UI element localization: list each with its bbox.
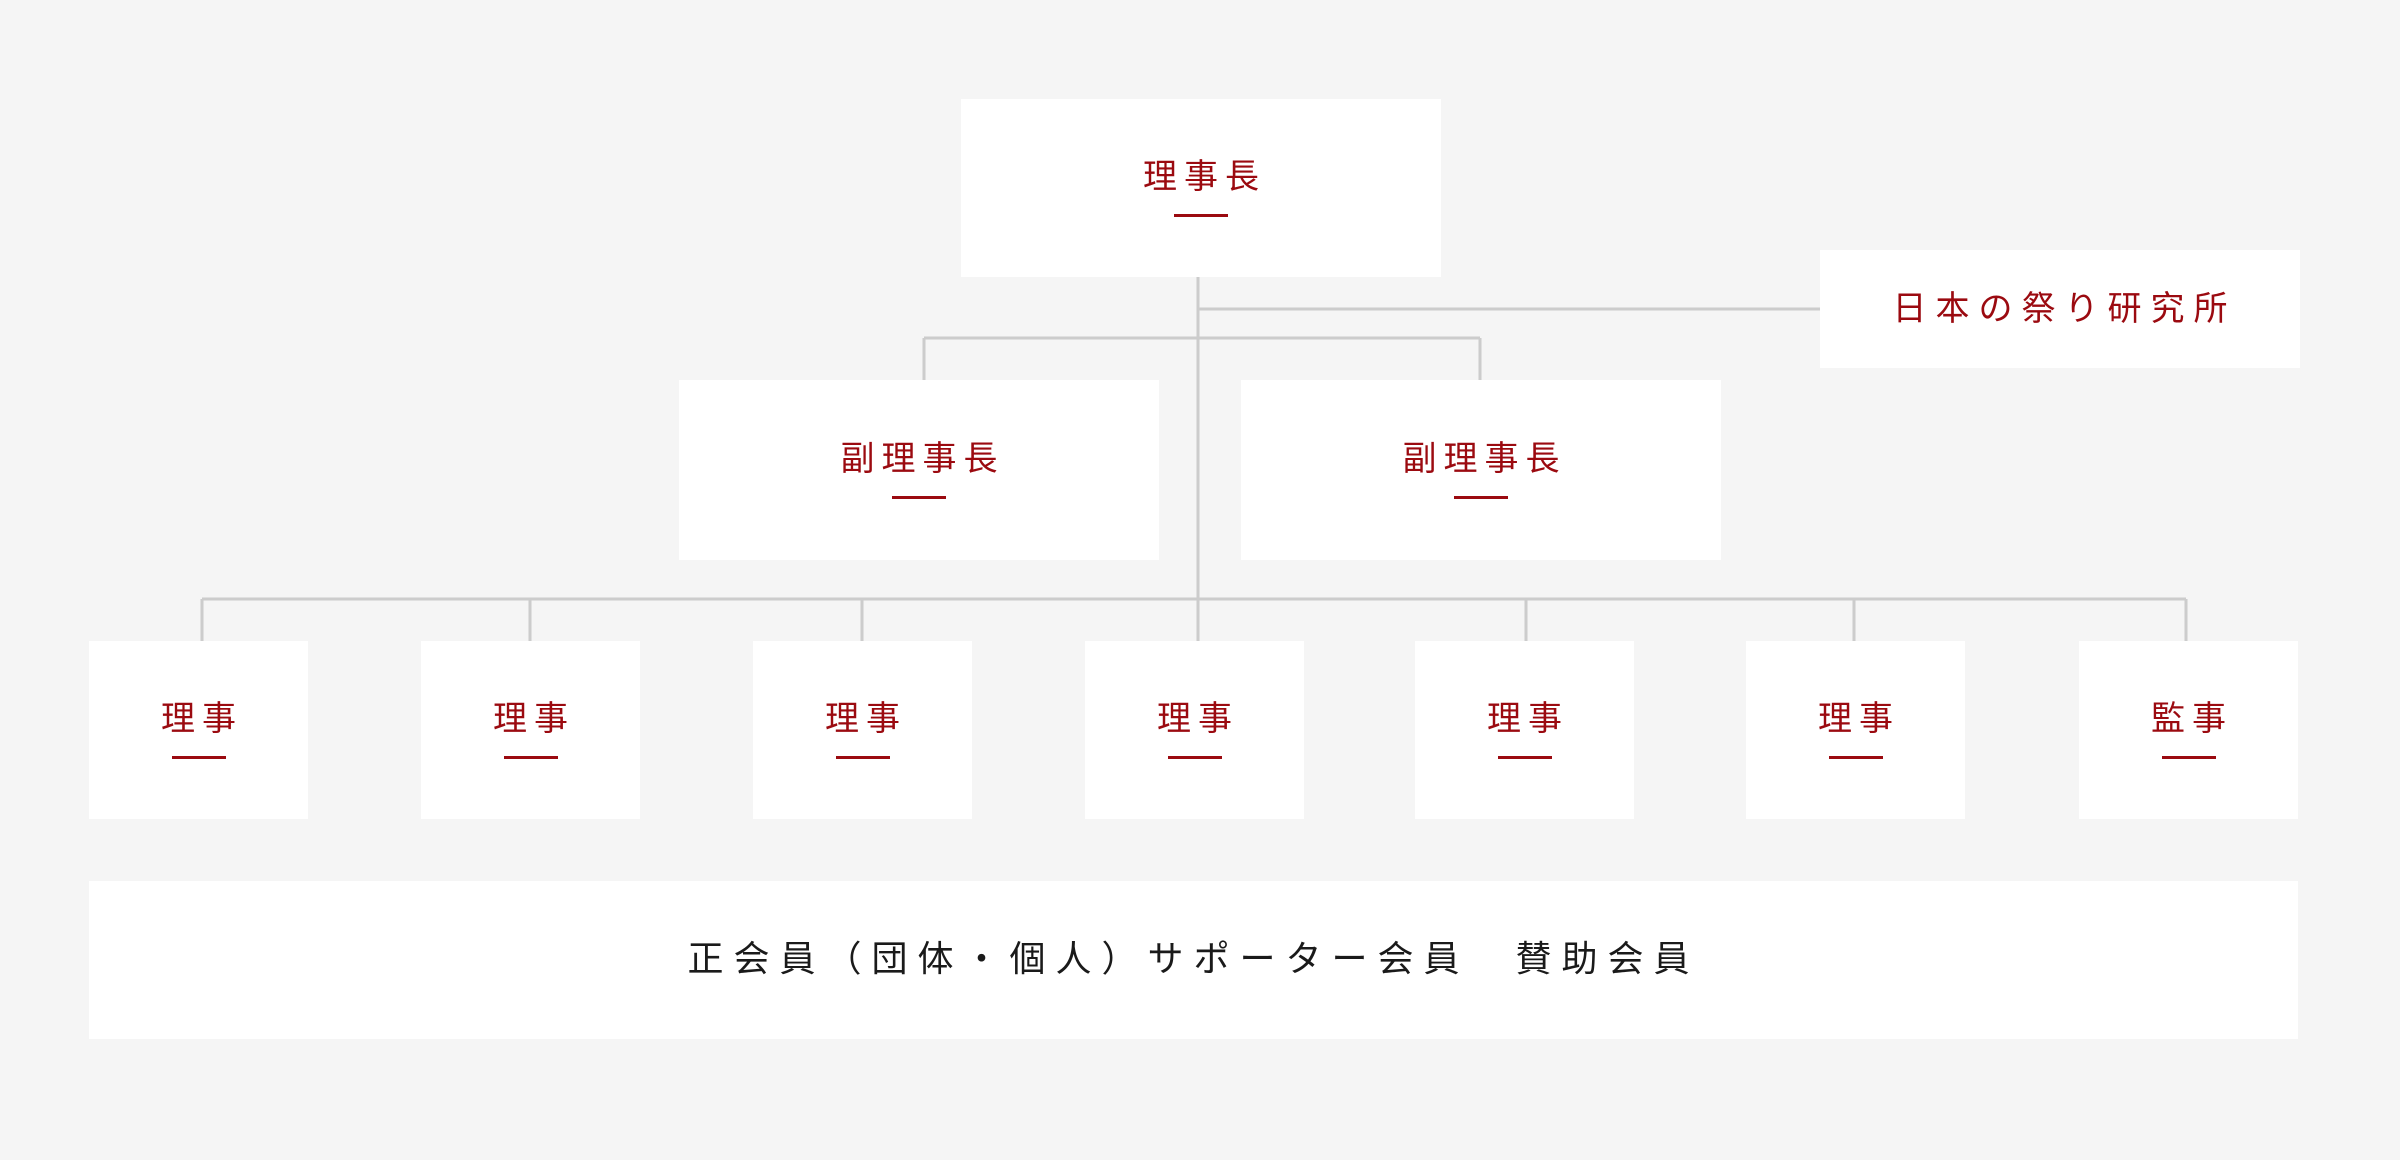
director-underline — [1497, 755, 1552, 759]
auditor-underline — [2161, 755, 2216, 759]
director-label: 理事 — [1818, 698, 1900, 739]
director-label: 理事 — [1487, 698, 1569, 739]
director-label: 理事 — [1157, 698, 1239, 739]
director-label: 理事 — [493, 698, 575, 739]
auditor-label: 監事 — [2151, 698, 2233, 739]
auditor-box: 監事 — [2079, 641, 2298, 819]
director-underline — [835, 755, 890, 759]
chairman-label: 理事長 — [1143, 156, 1266, 197]
director-underline — [171, 755, 226, 759]
director-underline — [1167, 755, 1222, 759]
director-label: 理事 — [825, 698, 907, 739]
vice-chair-box: 副理事長 — [679, 380, 1159, 560]
members-box: 正会員（団体・個人）サポーター会員 賛助会員 — [89, 881, 2298, 1039]
director-box: 理事 — [1746, 641, 1965, 819]
institute-label: 日本の祭り研究所 — [1892, 289, 2237, 329]
members-label: 正会員（団体・個人）サポーター会員 賛助会員 — [687, 939, 1700, 980]
vice-chair-box: 副理事長 — [1241, 380, 1721, 560]
director-underline — [503, 755, 558, 759]
director-box: 理事 — [1415, 641, 1634, 819]
institute-box: 日本の祭り研究所 — [1820, 250, 2300, 368]
director-box: 理事 — [421, 641, 640, 819]
vice-chair-underline — [892, 495, 946, 499]
chairman-box: 理事長 — [961, 99, 1441, 277]
director-box: 理事 — [89, 641, 308, 819]
vice-chair-underline — [1454, 495, 1508, 499]
chairman-underline — [1174, 213, 1228, 217]
director-box: 理事 — [1085, 641, 1304, 819]
vice-chair-label: 副理事長 — [1402, 438, 1567, 479]
vice-chair-label: 副理事長 — [840, 438, 1005, 479]
director-underline — [1828, 755, 1883, 759]
director-box: 理事 — [753, 641, 972, 819]
director-label: 理事 — [161, 698, 243, 739]
